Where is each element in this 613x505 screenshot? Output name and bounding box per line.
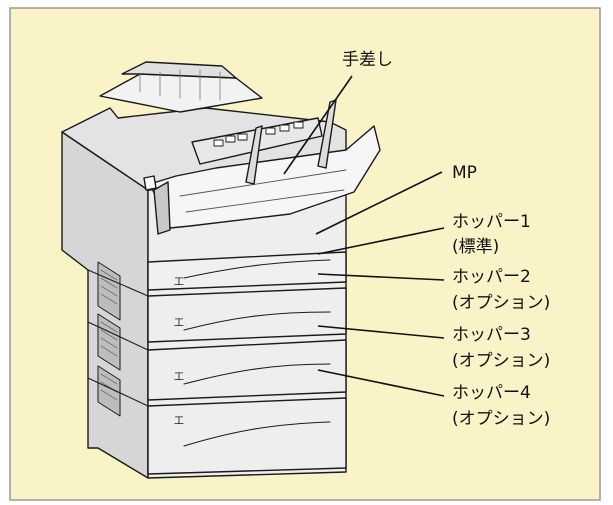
label-mp: MP (452, 163, 477, 183)
svg-text:工: 工 (174, 372, 184, 383)
label-hopper-1-note: (標準) (452, 237, 499, 257)
label-hopper-2-name: ホッパー2 (452, 267, 531, 287)
hopper-1-tray: 工 (147, 251, 347, 291)
side-vents (97, 261, 121, 417)
leader-hopper-2 (317, 273, 445, 281)
leader-hopper-4 (317, 369, 445, 397)
leader-hopper-3 (317, 325, 445, 339)
printer-top-unit (99, 73, 263, 113)
callout-labels: 手差し MP ホッパー1 (標準) ホッパー2 (オプション) ホッパー3 (オ… (342, 50, 550, 429)
svg-text:工: 工 (174, 277, 184, 288)
leader-manual-feed (283, 75, 353, 175)
hopper-2-tray: 工 (147, 287, 347, 343)
label-hopper-4-name: ホッパー4 (452, 383, 531, 403)
svg-text:工: 工 (174, 318, 184, 329)
label-hopper-2-note: (オプション) (452, 293, 550, 313)
svg-text:工: 工 (174, 416, 184, 427)
leader-lines (283, 75, 445, 397)
label-hopper-4-note: (オプション) (452, 409, 550, 429)
leader-hopper-1 (317, 227, 445, 255)
mp-tray-cover (149, 125, 381, 229)
hopper-3-tray: 工 (147, 339, 347, 401)
label-hopper-3-name: ホッパー3 (452, 325, 531, 345)
printer-illustration: 工 工 工 工 (61, 61, 381, 479)
label-hopper-3-note: (オプション) (452, 351, 550, 371)
hopper-4-tray: 工 (147, 397, 347, 475)
label-hopper-1-name: ホッパー1 (452, 212, 531, 232)
label-manual-feed: 手差し (342, 50, 393, 70)
control-panel-buttons (213, 121, 304, 147)
leader-mp (315, 171, 443, 235)
paper-guide-left (245, 125, 263, 185)
